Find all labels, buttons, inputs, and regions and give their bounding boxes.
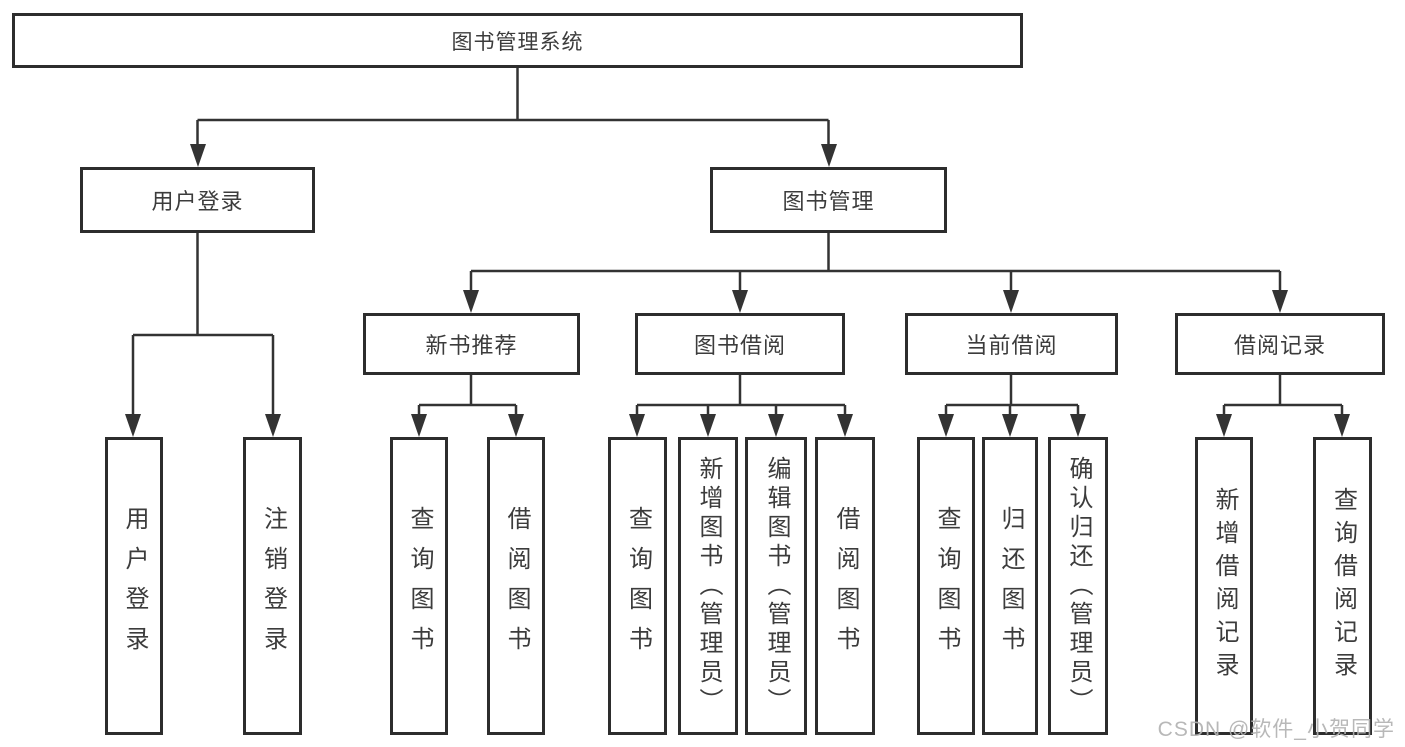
leaf-query-books-borrow: 查询图书 <box>608 437 667 735</box>
leaf-user-login-label: 用户登录 <box>121 506 148 666</box>
node-book-management: 图书管理 <box>710 167 947 233</box>
leaf-confirm-return-admin-label: 确认归还（管理员） <box>1065 455 1092 717</box>
node-user-login-label: 用户登录 <box>151 189 244 214</box>
node-borrow-records: 借阅记录 <box>1175 313 1385 375</box>
leaf-edit-book-admin-label: 编辑图书（管理员） <box>763 455 790 717</box>
leaf-query-borrow-record-label: 查询借阅记录 <box>1329 487 1357 685</box>
leaf-query-books-current: 查询图书 <box>917 437 975 735</box>
leaf-query-books-recommend-label: 查询图书 <box>406 506 433 666</box>
leaf-borrow-books-borrow: 借阅图书 <box>815 437 875 735</box>
leaf-query-books-borrow-label: 查询图书 <box>624 506 652 666</box>
node-book-borrow: 图书借阅 <box>635 313 845 375</box>
leaf-query-borrow-record: 查询借阅记录 <box>1313 437 1372 735</box>
node-book-management-label: 图书管理 <box>782 189 875 214</box>
leaf-borrow-books-recommend: 借阅图书 <box>487 437 545 735</box>
leaf-borrow-books-recommend-label: 借阅图书 <box>503 506 530 666</box>
leaf-query-books-recommend: 查询图书 <box>390 437 448 735</box>
arrowheads <box>125 144 1350 437</box>
csdn-watermark: CSDN @软件_小贺同学 <box>1157 718 1395 741</box>
leaf-confirm-return-admin: 确认归还（管理员） <box>1048 437 1108 735</box>
node-root-label: 图书管理系统 <box>451 30 584 54</box>
node-new-book-recommend-label: 新书推荐 <box>425 333 518 358</box>
leaf-return-book-label: 归还图书 <box>997 506 1024 666</box>
leaf-borrow-books-borrow-label: 借阅图书 <box>832 506 859 666</box>
leaf-logout: 注销登录 <box>243 437 302 735</box>
node-user-login: 用户登录 <box>80 167 315 233</box>
leaf-return-book: 归还图书 <box>982 437 1038 735</box>
leaf-logout-label: 注销登录 <box>259 506 287 666</box>
node-current-borrow-label: 当前借阅 <box>965 333 1058 358</box>
leaf-add-borrow-record-label: 新增借阅记录 <box>1211 487 1238 685</box>
leaf-add-book-admin-label: 新增图书（管理员） <box>695 455 722 717</box>
node-current-borrow: 当前借阅 <box>905 313 1118 375</box>
node-borrow-records-label: 借阅记录 <box>1233 333 1326 358</box>
node-new-book-recommend: 新书推荐 <box>363 313 580 375</box>
leaf-user-login: 用户登录 <box>105 437 163 735</box>
leaf-add-borrow-record: 新增借阅记录 <box>1195 437 1253 735</box>
leaf-query-books-current-label: 查询图书 <box>933 506 960 666</box>
node-book-borrow-label: 图书借阅 <box>693 333 786 358</box>
leaf-add-book-admin: 新增图书（管理员） <box>678 437 738 735</box>
leaf-edit-book-admin: 编辑图书（管理员） <box>745 437 807 735</box>
node-root: 图书管理系统 <box>12 13 1023 68</box>
